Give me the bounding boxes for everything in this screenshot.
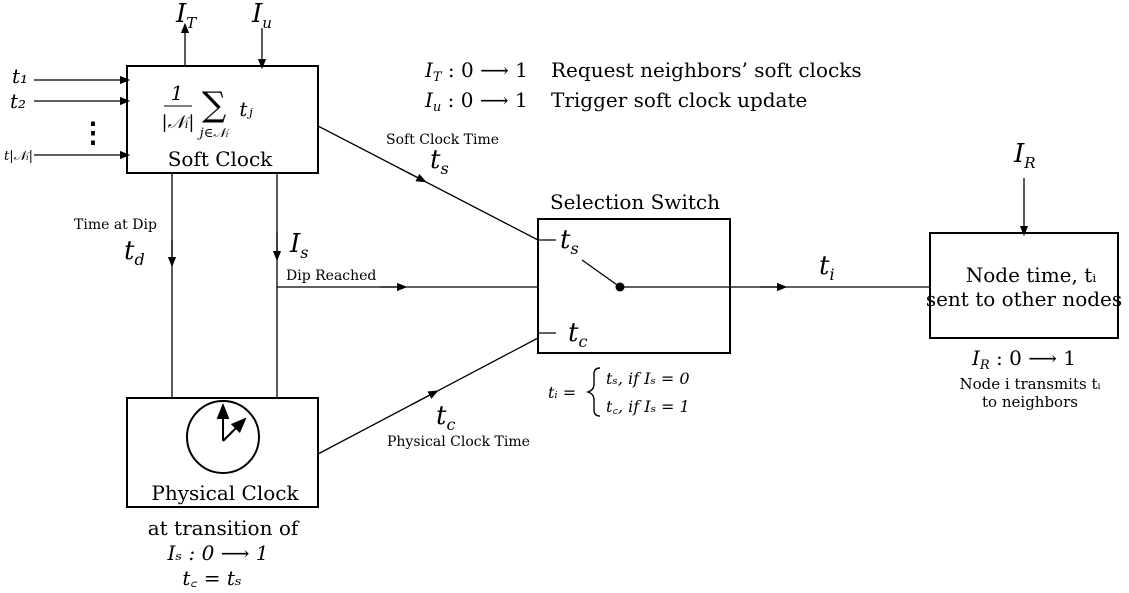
selection-equation-case1: tₛ, if Iₛ = 0: [606, 369, 690, 388]
soft-clock-title: Soft Clock: [168, 147, 273, 171]
node-time-note-eq: IR : 0 ⟶ 1: [971, 346, 1076, 373]
soft-clock-inputs: t₁ t₂ ⋮ t|𝒩ᵢ|: [4, 64, 131, 164]
selection-switch-block: Selection Switch ts tc: [537, 190, 731, 354]
legend-line1-text: Request neighbors’ soft clocks: [551, 58, 862, 82]
soft-clock-formula-subscript: j∈𝒩ᵢ: [197, 126, 231, 141]
physical-clock-note-line2: Iₛ : 0 ⟶ 1: [167, 541, 269, 565]
switch-input-top-label: ts: [560, 225, 579, 258]
selection-switch-title: Selection Switch: [550, 190, 720, 214]
soft-clock-time-arrow: [399, 167, 427, 183]
soft-clock-formula-numerator: 1: [171, 81, 184, 105]
input-label-t1: t₁: [12, 64, 28, 88]
clock-hand-minute-icon: [222, 417, 247, 442]
physical-clock-note: at transition of Iₛ : 0 ⟶ 1 t꜀ = tₛ: [148, 516, 300, 590]
soft-clock-box: [126, 65, 319, 174]
switch-output-var: ti: [819, 251, 835, 284]
soft-clock-time-line: [317, 125, 539, 241]
soft-clock-formula-sum: ∑: [202, 85, 226, 125]
soft-clock-formula-denominator: |𝒩ᵢ|: [162, 112, 195, 133]
selection-equation-case2: t꜀, if Iₛ = 1: [606, 397, 690, 416]
physical-clock-box: [126, 397, 319, 508]
selection-equation-brace: [585, 367, 601, 417]
physical-clock-time-caption: Physical Clock Time: [387, 434, 530, 450]
iu-label: Iu: [251, 0, 272, 32]
input-vertical-dots: ⋮: [79, 116, 107, 149]
physical-clock-block: Physical Clock: [126, 397, 319, 508]
legend-line2-eq: Iu : 0 ⟶ 1: [424, 88, 528, 115]
selection-equation-lhs: tᵢ =: [548, 383, 576, 402]
soft-clock-formula-term: tⱼ: [239, 97, 253, 121]
physical-clock-time-var: tc: [436, 401, 455, 434]
physical-clock-note-line1: at transition of: [148, 516, 300, 540]
selection-switch-box: [537, 218, 731, 354]
time-at-dip-caption: Time at Dip: [74, 217, 157, 233]
soft-clock-time-caption: Soft Clock Time: [386, 132, 499, 148]
physical-clock-time-arrow: [411, 390, 439, 405]
node-time-block: Node time, tᵢ sent to other nodes: [926, 232, 1122, 339]
switch-lever: [581, 259, 621, 288]
soft-clock-time-var: ts: [430, 145, 449, 178]
selection-equation: tᵢ = tₛ, if Iₛ = 0 t꜀, if Iₛ = 1: [548, 367, 690, 417]
ir-label: IR: [1013, 139, 1036, 172]
node-time-note-line2: to neighbors: [982, 393, 1078, 411]
it-label: IT: [175, 0, 197, 32]
physical-clock-note-line3: t꜀ = tₛ: [182, 566, 241, 590]
dip-reached-var: Is: [289, 229, 309, 262]
node-time-line2: sent to other nodes: [926, 287, 1122, 311]
physical-clock-title: Physical Clock: [151, 481, 299, 505]
legend-line1-eq: IT : 0 ⟶ 1: [424, 58, 528, 85]
input-label-t2: t₂: [10, 89, 26, 113]
node-time-note-line1: Node i transmits tᵢ: [959, 375, 1100, 393]
soft-clock-block: 1 |𝒩ᵢ| ∑ j∈𝒩ᵢ tⱼ Soft Clock: [126, 65, 319, 174]
legend-line2-text: Trigger soft clock update: [551, 88, 807, 112]
switch-input-bottom-label: tc: [568, 318, 587, 351]
node-time-note: IR : 0 ⟶ 1 Node i transmits tᵢ to neighb…: [959, 346, 1100, 411]
trigger-legend: IT : 0 ⟶ 1 Request neighbors’ soft clock…: [424, 58, 862, 115]
node-time-line1: Node time, tᵢ: [966, 263, 1097, 287]
input-label-tn: t|𝒩ᵢ|: [4, 149, 33, 164]
time-at-dip-var: td: [124, 236, 145, 269]
dip-reached-caption: Dip Reached: [286, 268, 376, 284]
clock-face-icon: [186, 400, 260, 474]
